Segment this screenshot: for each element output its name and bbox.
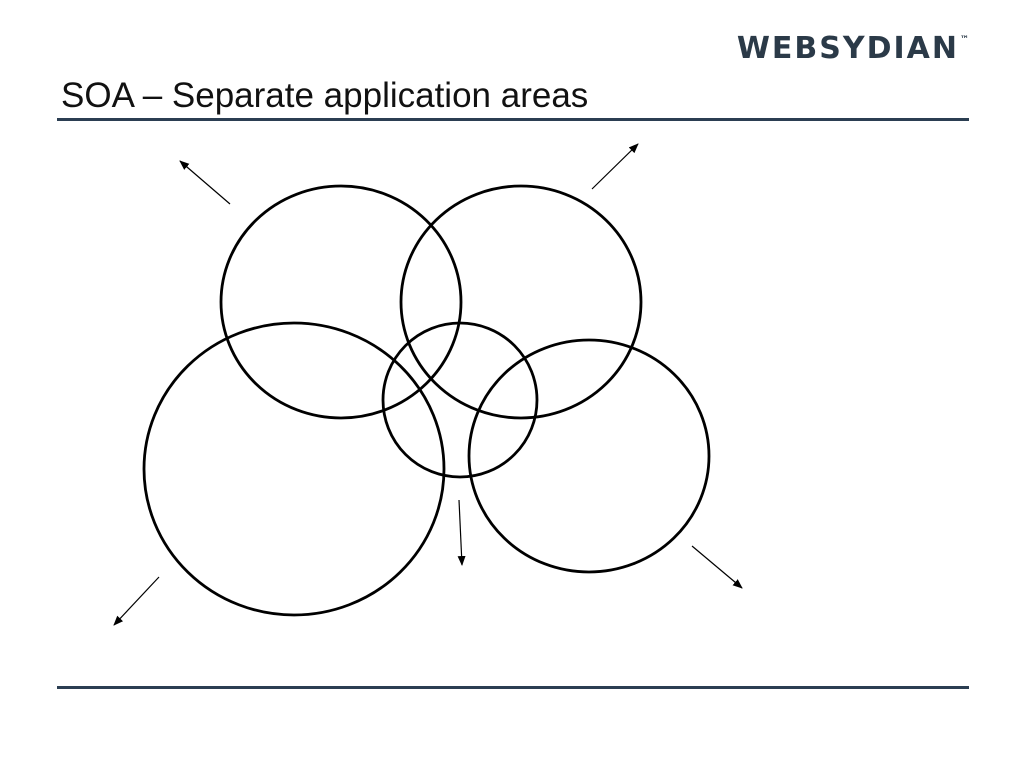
upper-right-arrow <box>591 143 639 190</box>
lower-right-area-circle <box>467 338 711 574</box>
upper-right-area-circle <box>399 184 643 420</box>
trademark-symbol: ™ <box>960 35 969 45</box>
upper-left-area-circle <box>219 184 463 420</box>
slide-title: SOA – Separate application areas <box>61 76 589 115</box>
lower-right-arrow <box>691 545 743 589</box>
logo-text: WEBSYDIAN <box>736 31 959 66</box>
websydian-logo: WEBSYDIAN™ <box>737 34 969 64</box>
footer-rule <box>57 686 969 689</box>
lower-left-area-circle <box>142 321 446 617</box>
lower-left-arrow <box>113 576 160 626</box>
center-down-arrow <box>457 499 466 566</box>
header-rule <box>57 118 969 121</box>
upper-left-arrow <box>179 160 231 205</box>
center-area-circle <box>381 321 539 479</box>
